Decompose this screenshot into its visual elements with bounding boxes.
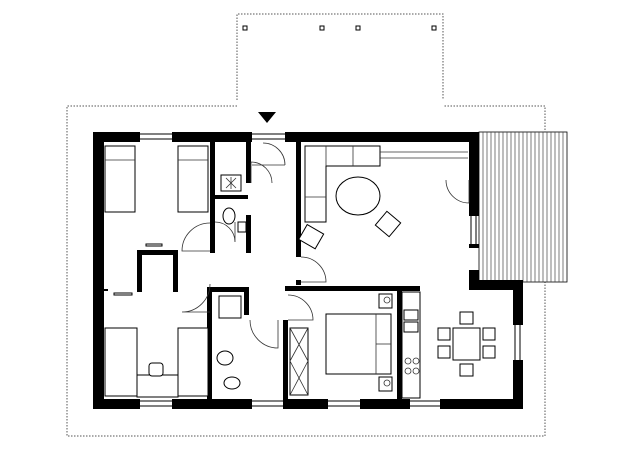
terrace-outline bbox=[236, 13, 444, 100]
bathroom-fixtures bbox=[216, 295, 242, 390]
entrance-arrow-icon bbox=[258, 112, 276, 123]
exterior-walls bbox=[93, 132, 523, 409]
terrace-posts bbox=[242, 25, 437, 31]
dining-table bbox=[437, 311, 496, 377]
master-bedroom-furniture bbox=[289, 293, 393, 396]
bedroom-1-beds bbox=[104, 145, 209, 247]
wc-fixtures bbox=[220, 174, 247, 233]
bedroom-2-furniture bbox=[104, 292, 209, 398]
deck bbox=[478, 131, 568, 283]
interior-walls bbox=[104, 142, 420, 404]
windows bbox=[140, 133, 521, 407]
plot-outline bbox=[66, 105, 546, 437]
doors bbox=[181, 142, 470, 349]
kitchen-fixtures bbox=[401, 291, 421, 399]
living-room-furniture bbox=[298, 145, 468, 250]
